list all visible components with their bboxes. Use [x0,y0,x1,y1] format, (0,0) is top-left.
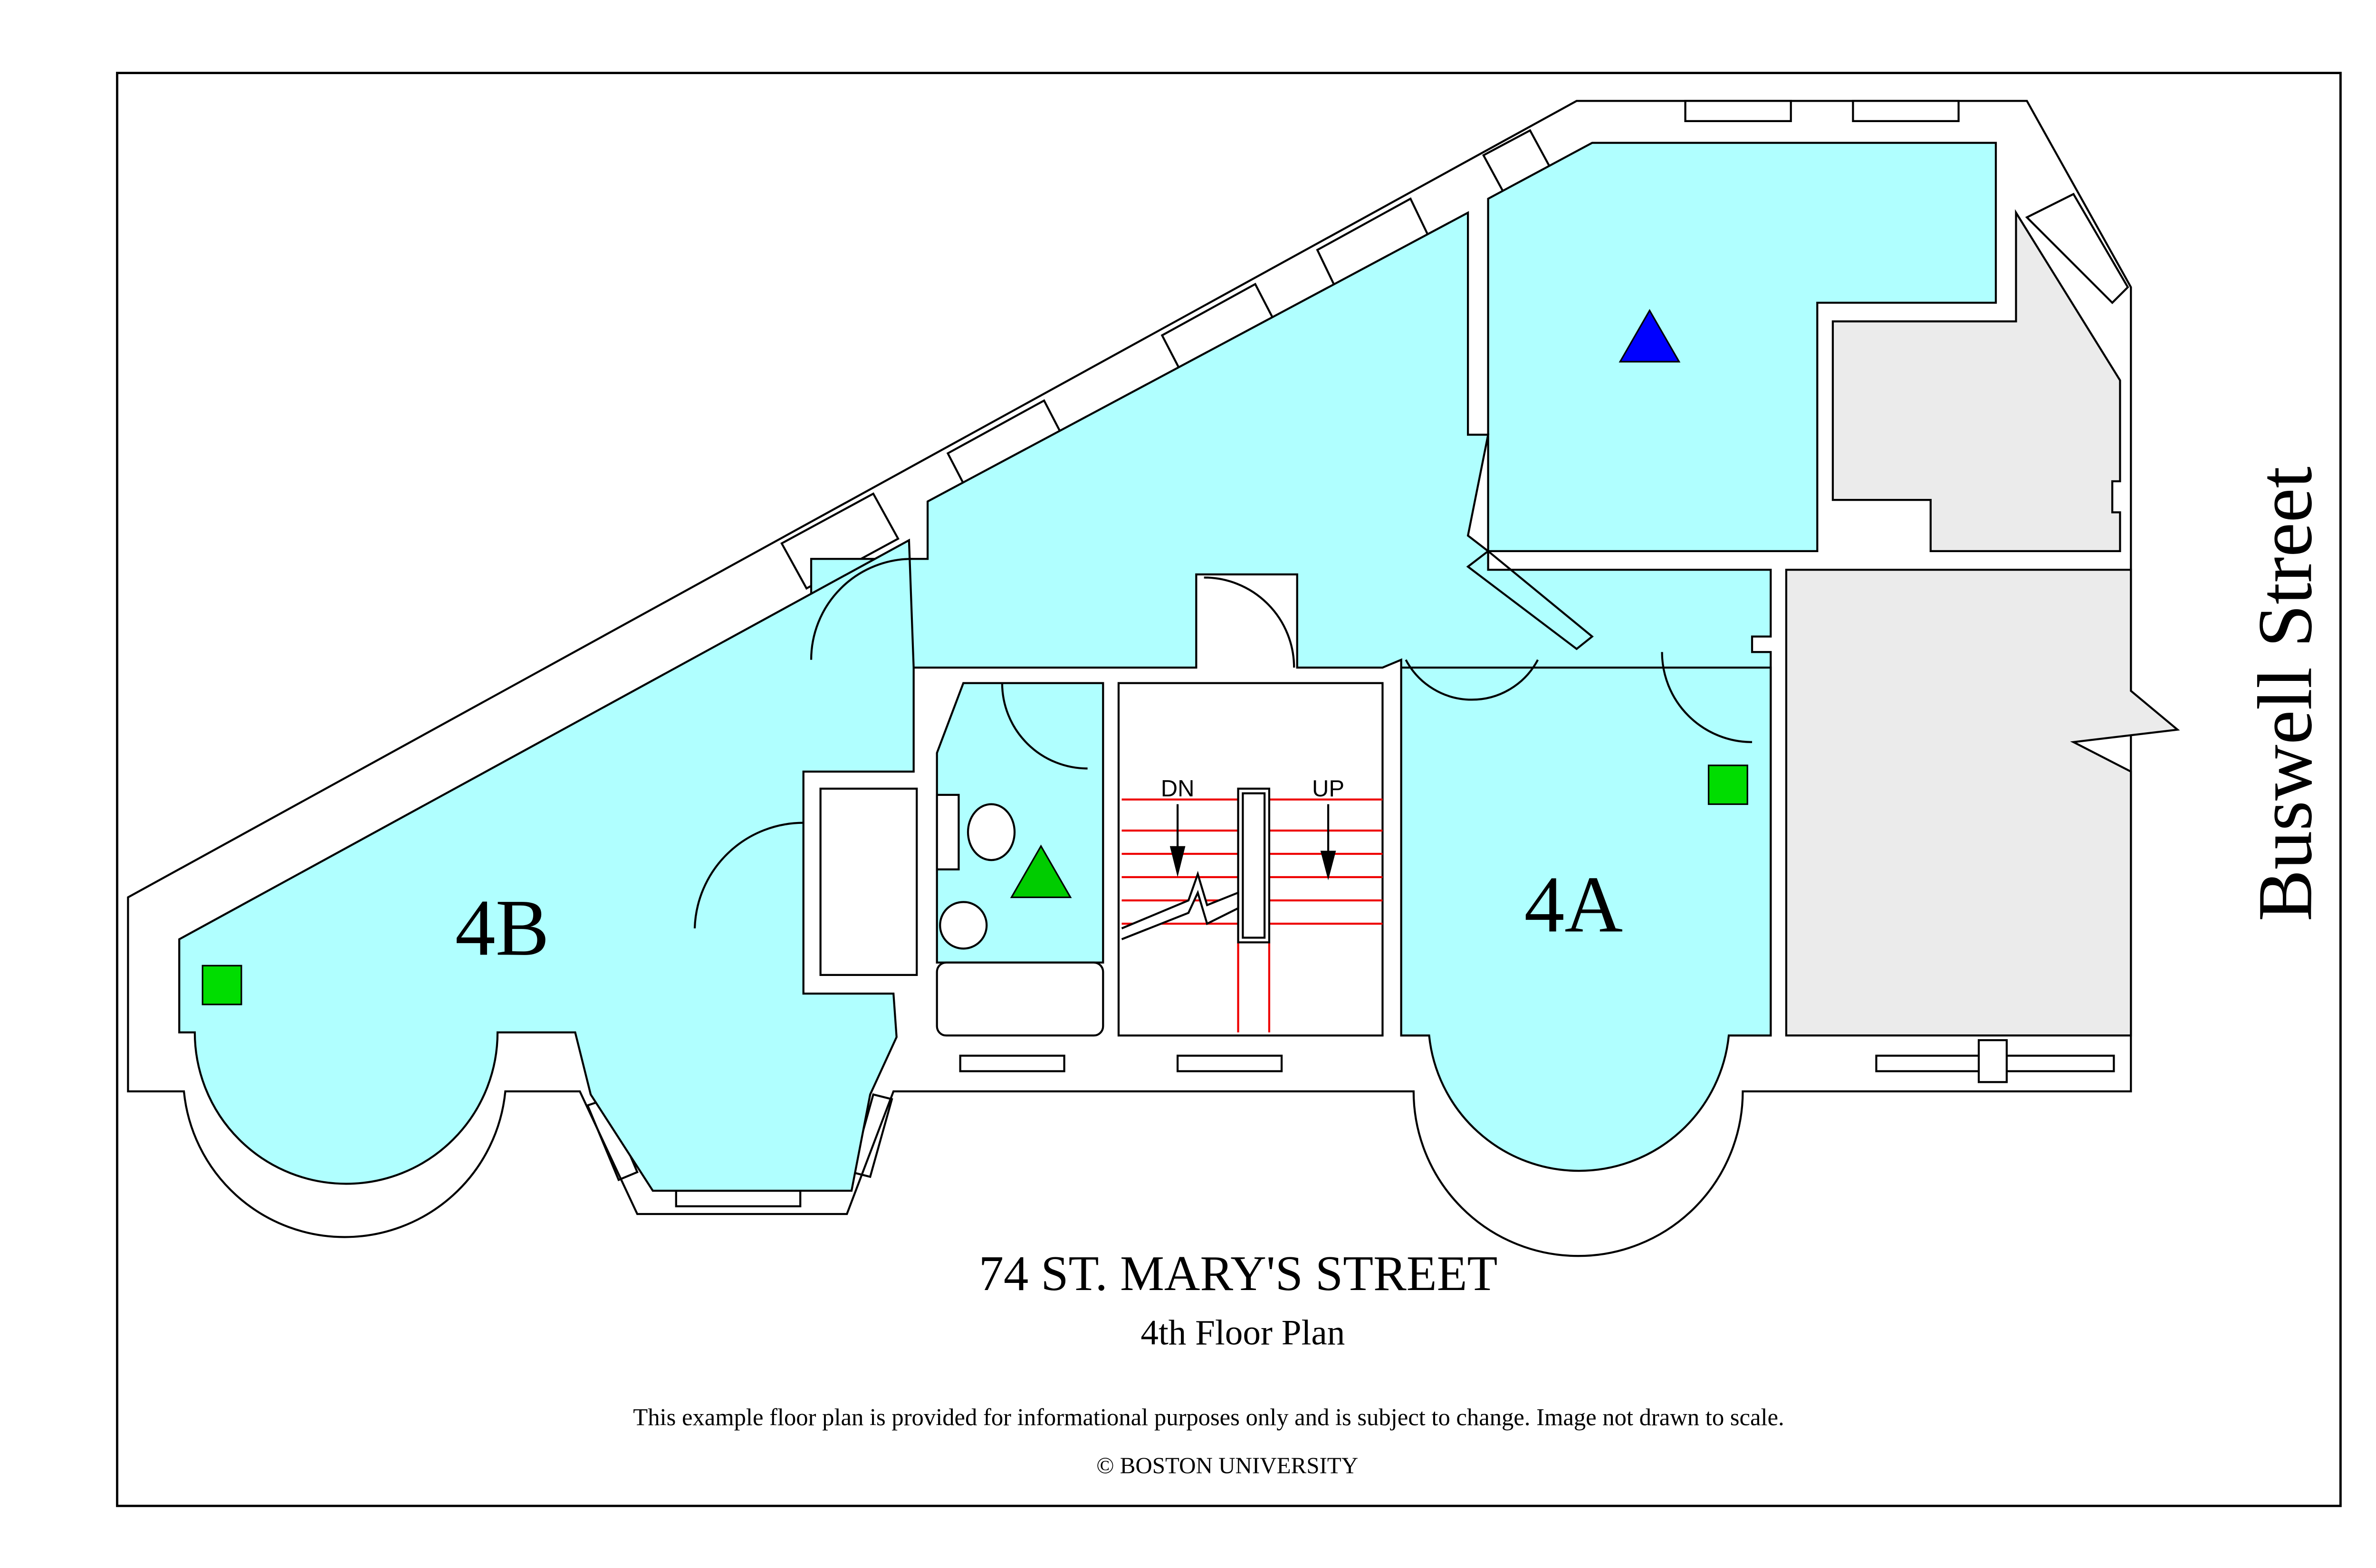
unit-4a-area [1400,666,1772,1172]
bathtub [936,961,1104,1037]
green-square-marker [201,965,242,1005]
plan-subtitle: 4th Floor Plan [1140,1313,1345,1353]
disclaimer: This example floor plan is provided for … [633,1404,1784,1430]
stairwell: DN UP [1117,682,1384,1037]
unit-4b-area [178,538,915,1192]
stair-break-line [1121,870,1239,940]
room-upper [1487,142,1997,553]
closet [819,787,918,976]
toilet-tank [936,794,960,870]
common-area-north [1831,209,2121,553]
copyright: © BOSTON UNIVERSITY [1096,1453,1358,1479]
down-arrow-icon [1169,846,1186,878]
stair-up-label: UP [1312,776,1344,802]
sink [939,901,988,950]
toilet [967,803,1016,861]
unit-label-4a: 4A [1524,860,1623,949]
up-arrow-icon [1320,851,1336,880]
plan-title: 74 ST. MARY'S STREET [979,1246,1498,1301]
green-triangle-marker [1010,844,1072,899]
unit-label-4b: 4B [455,883,549,972]
stair-treads [1121,798,1383,1033]
stair-down-label: DN [1161,776,1195,802]
green-square-marker [1707,765,1748,805]
street-label: Buswell Street [2242,467,2328,921]
blue-triangle-marker [1619,309,1681,363]
common-area-south [1785,568,2180,1037]
door-swings [693,550,1753,928]
